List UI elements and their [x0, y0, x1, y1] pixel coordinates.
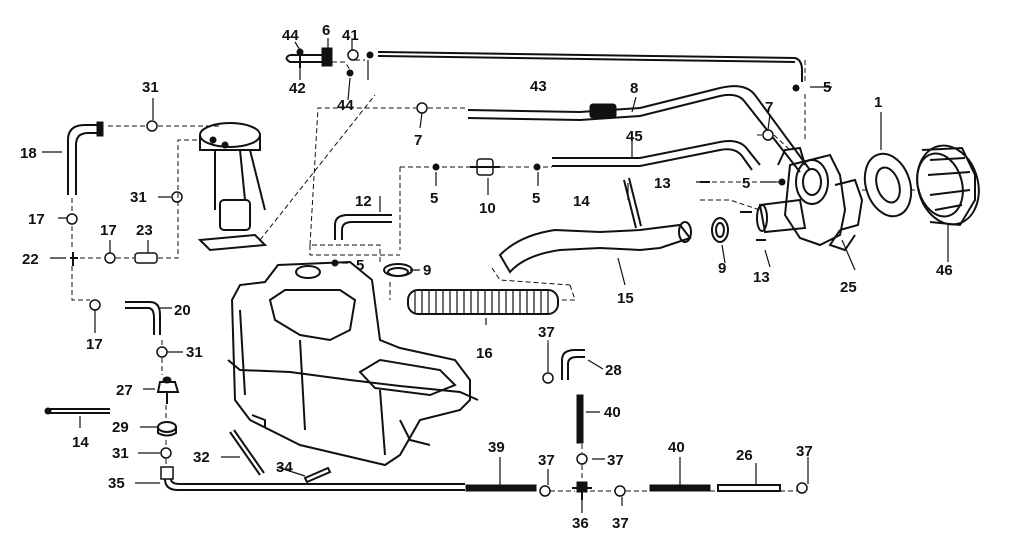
callout-31-bottom: 31: [112, 445, 129, 462]
vent-hose-45: [552, 140, 761, 171]
callout-1: 1: [874, 94, 882, 111]
callout-14-right: 14: [573, 193, 590, 210]
callout-5-top-right: 5: [823, 79, 831, 96]
callout-17-lower: 17: [86, 336, 103, 353]
left-hoses: [67, 121, 161, 335]
callout-5-filter-right: 5: [532, 190, 540, 207]
callout-14-left: 14: [72, 434, 89, 451]
callout-31-top: 31: [142, 79, 159, 96]
callout-9-right: 9: [718, 260, 726, 277]
callout-26: 26: [736, 447, 753, 464]
callout-36: 36: [572, 515, 589, 532]
callout-17-mid: 17: [100, 222, 117, 239]
callout-37-bottom-mid: 37: [612, 515, 629, 532]
top-fittings: [285, 47, 374, 77]
callout-44-upper: 44: [282, 27, 299, 44]
fuel-tank: [227, 260, 479, 467]
drain-line: [160, 466, 781, 500]
callout-13-upper: 13: [654, 175, 671, 192]
callout-27: 27: [116, 382, 133, 399]
hose-28: [561, 349, 585, 380]
callout-42: 42: [289, 80, 306, 97]
rod-40: [576, 394, 584, 444]
callout-45: 45: [626, 128, 643, 145]
callout-16: 16: [476, 345, 493, 362]
callout-5-filter-left: 5: [430, 190, 438, 207]
callout-10: 10: [479, 200, 496, 217]
callout-28: 28: [605, 362, 622, 379]
callout-32: 32: [193, 449, 210, 466]
callout-22: 22: [22, 251, 39, 268]
callout-40-upper: 40: [604, 404, 621, 421]
callout-44-lower: 44: [337, 97, 354, 114]
clamp-9-left: [383, 263, 413, 277]
part-34: [303, 466, 332, 484]
rod-14-left: [44, 407, 110, 415]
callout-41: 41: [342, 27, 359, 44]
callout-5-tank: 5: [356, 257, 364, 274]
filler-hose: [498, 221, 692, 274]
callout-17-upper: 17: [28, 211, 45, 228]
vent-line-43: [377, 51, 803, 82]
callout-20: 20: [174, 302, 191, 319]
callout-34: 34: [276, 459, 293, 476]
fuel-pump-assembly: [197, 122, 268, 252]
callout-31-valve: 31: [186, 344, 203, 361]
callout-8: 8: [630, 80, 638, 97]
callout-35: 35: [108, 475, 125, 492]
callout-9-left: 9: [423, 262, 431, 279]
clamp-9-right: [711, 217, 729, 243]
callout-37-top: 37: [538, 324, 555, 341]
callout-7-left: 7: [414, 132, 422, 149]
callout-12: 12: [355, 193, 372, 210]
check-valve: [156, 376, 180, 404]
callout-29: 29: [112, 419, 129, 436]
callout-labels: 1 5 5 5 5 5 6 7 7 8 9 9 10 12 13 13 14 1…: [20, 22, 953, 532]
assembly-lines: [71, 59, 920, 492]
callout-37-mid: 37: [607, 452, 624, 469]
callout-25: 25: [840, 279, 857, 296]
fuel-filter: [470, 158, 500, 176]
callout-39: 39: [488, 439, 505, 456]
vent-hose-8: [467, 85, 811, 173]
clamp-29: [157, 421, 177, 437]
callout-6: 6: [322, 22, 330, 39]
callout-37-bottom-right: 37: [796, 443, 813, 460]
rod-14-right: [623, 177, 642, 229]
callout-37-bottom-left: 37: [538, 452, 555, 469]
callout-7-right: 7: [765, 99, 773, 116]
callout-15: 15: [617, 290, 634, 307]
callout-46: 46: [936, 262, 953, 279]
callout-23: 23: [136, 222, 153, 239]
callout-13-lower: 13: [753, 269, 770, 286]
filler-gasket: [863, 152, 913, 218]
callout-18: 18: [20, 145, 37, 162]
callout-5-neck: 5: [742, 175, 750, 192]
callout-43: 43: [530, 78, 547, 95]
corrugated-hose: [407, 289, 559, 315]
part-32: [229, 429, 265, 476]
filler-neck-assembly: [756, 146, 864, 252]
hose-12: [334, 214, 392, 240]
leader-lines: [42, 38, 949, 513]
callout-40-lower: 40: [668, 439, 685, 456]
callout-31-pump: 31: [130, 189, 147, 206]
fuel-cap: [916, 144, 980, 227]
